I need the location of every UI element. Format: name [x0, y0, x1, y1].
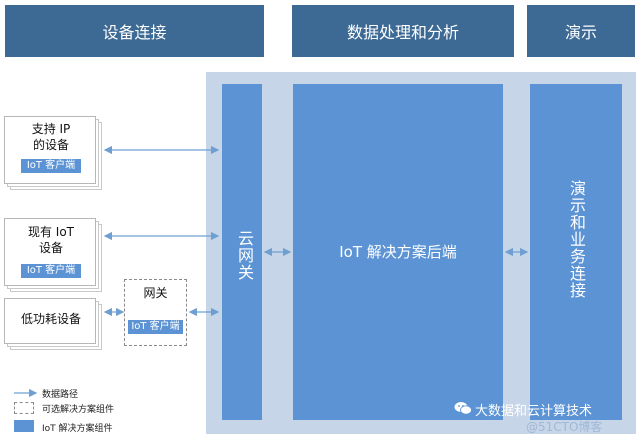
header-device-connection: 设备连接: [5, 5, 264, 57]
legend-data-path: 数据路径: [42, 390, 79, 400]
header-data-processing: 数据处理和分析: [292, 5, 514, 57]
gateway-client: IoT 客户端: [128, 320, 183, 334]
ip-device-client: IoT 客户端: [21, 159, 81, 173]
gateway-label: 网关: [143, 286, 168, 300]
backend-column: IoT 解决方案后端: [293, 84, 503, 420]
low-power-device: 低功耗设备: [4, 298, 96, 344]
cloud-gateway-column: 云网关: [222, 84, 262, 420]
legend-component-swatch: [14, 420, 34, 432]
watermark-sub: @51CTO博客: [526, 420, 603, 434]
existing-iot-device: 现有 IoT 设备 IoT 客户端: [4, 218, 96, 286]
presentation-column: 演示和业务连接: [530, 84, 622, 420]
cloud-gateway-label: 云网关: [235, 230, 254, 281]
watermark-main: 大数据和云计算技术: [475, 404, 593, 419]
existing-iot-client: IoT 客户端: [21, 264, 81, 278]
legend-iot-component: IoT 解决方案组件: [42, 424, 113, 434]
legend-optional: 可选解决方案组件: [42, 405, 115, 415]
backend-label: IoT 解决方案后端: [339, 243, 457, 261]
legend-optional-swatch: [14, 402, 34, 414]
low-power-label: 低功耗设备: [20, 312, 81, 326]
header-presentation: 演示: [527, 5, 635, 57]
gateway-box: 网关 IoT 客户端: [124, 279, 187, 346]
existing-iot-label: 现有 IoT 设备: [27, 225, 75, 255]
wechat-icon: [454, 400, 472, 415]
ip-device-label: 支持 IP 的设备: [31, 122, 71, 152]
ip-device: 支持 IP 的设备 IoT 客户端: [4, 116, 96, 184]
presentation-label: 演示和业务连接: [567, 180, 586, 299]
